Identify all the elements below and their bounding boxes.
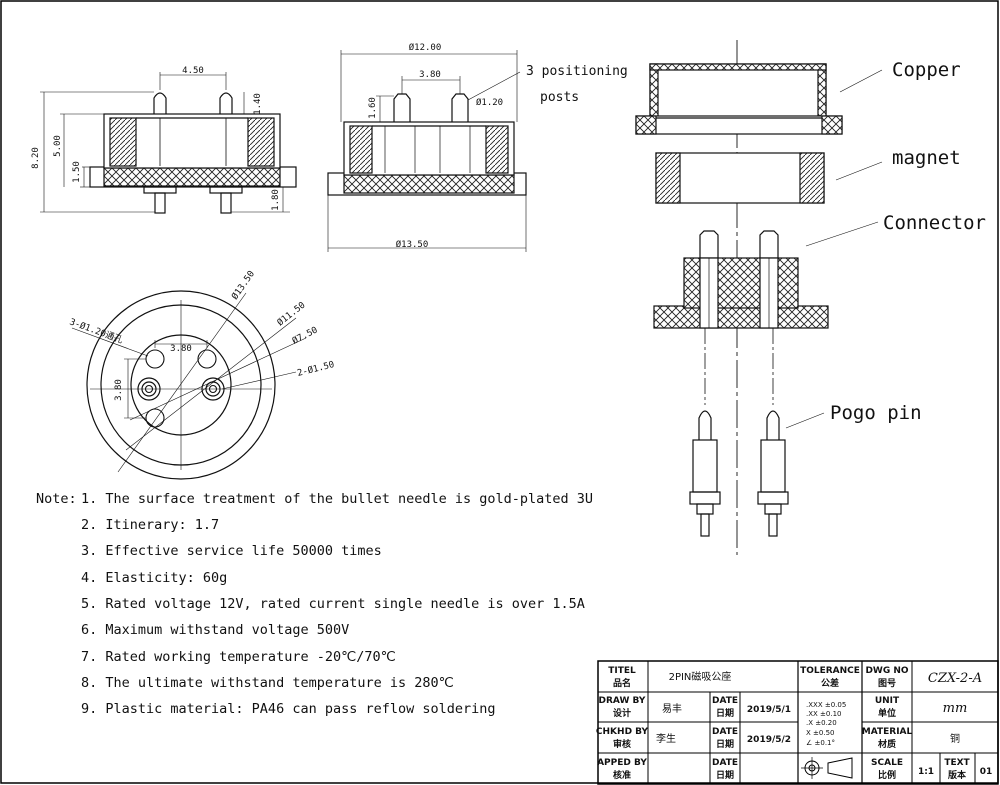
svg-text:∠ ±0.1°: ∠ ±0.1° — [806, 739, 835, 747]
svg-text:CHKHD BY: CHKHD BY — [596, 727, 649, 737]
svg-text:SCALE: SCALE — [871, 758, 903, 768]
note-item: 3. Effective service life 50000 times — [81, 543, 382, 559]
svg-text:MATERIAL: MATERIAL — [862, 727, 913, 737]
svg-text:1.50: 1.50 — [72, 161, 82, 183]
svg-text:1.60: 1.60 — [368, 97, 378, 119]
svg-text:TITEL: TITEL — [608, 666, 636, 676]
svg-text:图号: 图号 — [878, 678, 896, 689]
svg-text:DATE: DATE — [712, 758, 738, 768]
svg-text:2-Ø1.50: 2-Ø1.50 — [296, 359, 335, 379]
plan-view — [71, 290, 307, 480]
svg-text:DRAW BY: DRAW BY — [599, 696, 646, 706]
svg-text:3 positioning: 3 positioning — [526, 64, 628, 79]
svg-text:3-Ø1.20通孔: 3-Ø1.20通孔 — [68, 316, 124, 345]
svg-text:TOLERANCE: TOLERANCE — [800, 666, 860, 676]
svg-text:设计: 设计 — [613, 707, 631, 719]
svg-text:3.80: 3.80 — [114, 379, 124, 401]
note-item: 7. Rated working temperature -20℃/70℃ — [81, 649, 396, 665]
svg-text:比例: 比例 — [878, 769, 896, 781]
note-item: 2. Itinerary: 1.7 — [81, 517, 219, 533]
svg-text:核准: 核准 — [613, 769, 631, 781]
positioning-posts-callout: 3 positioning posts — [526, 64, 628, 105]
svg-text:Ø7.50: Ø7.50 — [290, 325, 319, 347]
svg-text:TEXT: TEXT — [944, 758, 970, 768]
svg-text:2019/5/2: 2019/5/2 — [747, 735, 791, 745]
exploded-view-labels: Copper magnet Connector Pogo pin — [830, 59, 986, 424]
svg-text:1:1: 1:1 — [918, 767, 934, 777]
svg-text:4.50: 4.50 — [182, 66, 204, 76]
svg-text:.XX ±0.10: .XX ±0.10 — [806, 710, 842, 718]
note-item: 9. Plastic material: PA46 can pass reflo… — [81, 701, 496, 717]
svg-text:Ø11.50: Ø11.50 — [275, 300, 307, 329]
exploded-view — [635, 40, 883, 555]
svg-text:品名: 品名 — [613, 677, 631, 689]
plan-view-dimensions: 3-Ø1.20通孔 Ø13.50 Ø11.50 Ø7.50 2-Ø1.50 3.… — [68, 269, 336, 401]
section-view-left — [40, 72, 297, 214]
notes-prefix: Note: — [36, 491, 77, 507]
note-item: 8. The ultimate withstand temperature is… — [81, 675, 454, 691]
title-block-text: TITEL 品名 2PIN磁吸公座 TOLERANCE 公差 DWG NO 图号… — [596, 666, 992, 781]
svg-text:3.80: 3.80 — [170, 344, 192, 354]
label-magnet: magnet — [892, 147, 961, 169]
title-block — [597, 660, 999, 785]
section-view-right — [327, 50, 527, 252]
svg-text:李生: 李生 — [656, 732, 676, 745]
svg-text:APPED BY: APPED BY — [597, 758, 647, 768]
label-copper: Copper — [892, 59, 961, 81]
svg-text:版本: 版本 — [947, 769, 967, 781]
svg-text:材质: 材质 — [877, 738, 896, 750]
svg-text:公差: 公差 — [821, 677, 839, 689]
svg-text:日期: 日期 — [716, 707, 734, 719]
svg-text:01: 01 — [980, 767, 993, 777]
note-item: 5. Rated voltage 12V, rated current sing… — [81, 596, 585, 612]
svg-text:X ±0.50: X ±0.50 — [806, 729, 834, 737]
svg-text:2019/5/1: 2019/5/1 — [747, 705, 791, 715]
svg-text:单位: 单位 — [878, 707, 896, 719]
svg-text:2PIN磁吸公座: 2PIN磁吸公座 — [669, 670, 732, 683]
notes: Note: 1. The surface treatment of the bu… — [36, 491, 593, 717]
svg-text:posts: posts — [540, 90, 579, 105]
label-pogo-pin: Pogo pin — [830, 402, 922, 424]
svg-text:.X ±0.20: .X ±0.20 — [806, 719, 837, 727]
note-item: 1. The surface treatment of the bullet n… — [81, 491, 593, 507]
svg-text:审核: 审核 — [613, 738, 631, 750]
svg-text:UNIT: UNIT — [875, 696, 900, 706]
svg-text:日期: 日期 — [716, 738, 734, 750]
svg-text:mm: mm — [943, 701, 968, 716]
svg-text:日期: 日期 — [716, 769, 734, 781]
svg-text:铜: 铜 — [950, 733, 960, 745]
svg-text:5.00: 5.00 — [53, 135, 63, 157]
svg-text:Ø1.20: Ø1.20 — [476, 97, 503, 108]
svg-text:1.80: 1.80 — [271, 189, 281, 211]
section-view-left-dimensions: 4.50 1.40 8.20 5.00 1.50 1.80 — [31, 66, 281, 211]
note-item: 4. Elasticity: 60g — [81, 570, 227, 586]
svg-text:3.80: 3.80 — [419, 70, 441, 80]
svg-text:.XXX ±0.05: .XXX ±0.05 — [806, 701, 846, 709]
svg-text:CZX-2-A: CZX-2-A — [928, 671, 982, 686]
svg-text:DATE: DATE — [712, 727, 738, 737]
svg-text:DATE: DATE — [712, 696, 738, 706]
label-connector: Connector — [883, 212, 986, 234]
svg-text:DWG NO: DWG NO — [865, 666, 908, 676]
svg-text:8.20: 8.20 — [31, 147, 41, 169]
section-view-right-dimensions: Ø12.00 3.80 1.60 Ø1.20 Ø13.50 — [368, 42, 503, 250]
svg-text:易丰: 易丰 — [662, 702, 682, 715]
svg-text:Ø13.50: Ø13.50 — [396, 239, 429, 250]
svg-text:1.40: 1.40 — [253, 93, 263, 115]
note-item: 6. Maximum withstand voltage 500V — [81, 622, 349, 638]
svg-text:Ø12.00: Ø12.00 — [409, 42, 442, 53]
